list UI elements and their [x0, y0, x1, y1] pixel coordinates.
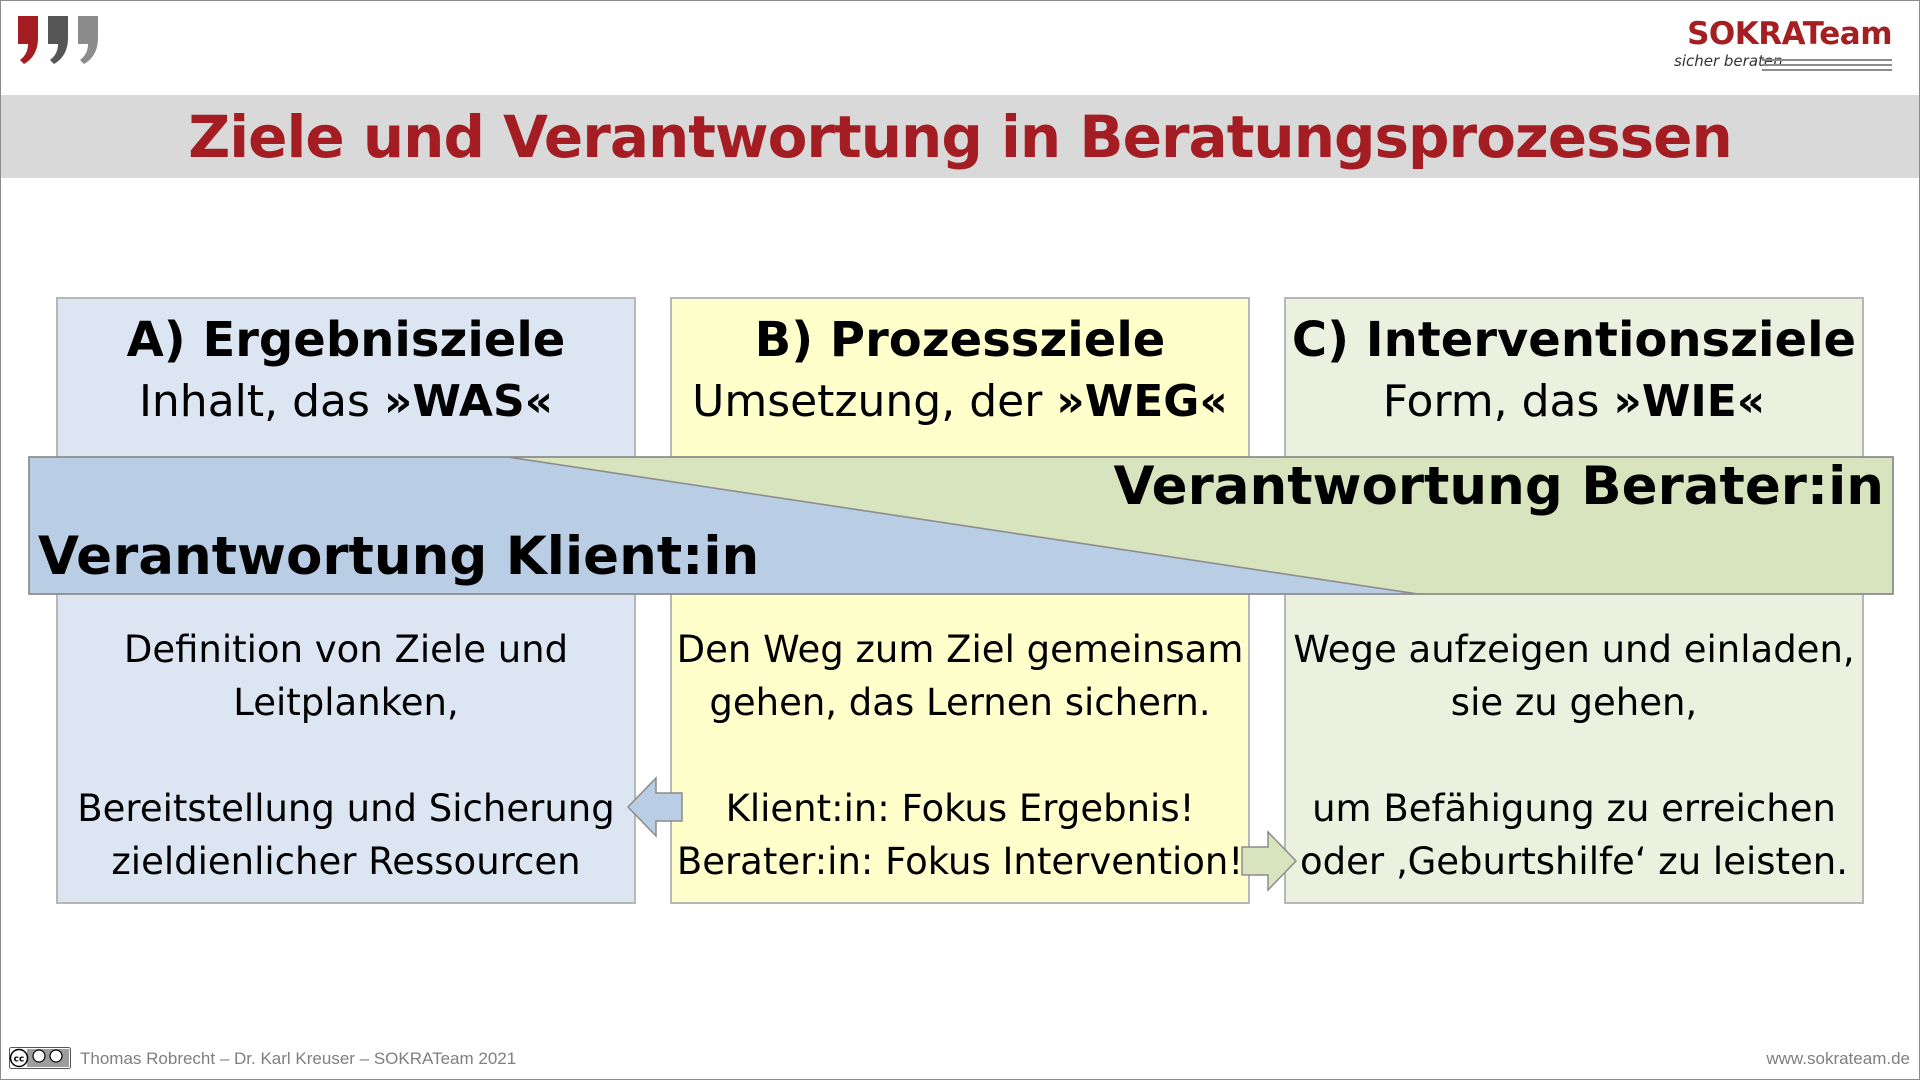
subtitle-prefix: Inhalt, das [138, 376, 384, 427]
responsibility-band [28, 456, 1894, 595]
body-line: Bereitstellung und Sicherung [77, 787, 615, 830]
column-body: Definition von Ziele und Leitplanken, Be… [58, 623, 634, 888]
klient-responsibility-label: Verantwortung Klient:in [38, 526, 760, 587]
arrow-right-icon [1241, 830, 1298, 892]
subtitle-keyword: »WEG« [1056, 376, 1228, 427]
column-interventionsziele: C) Interventionsziele Form, das »WIE« We… [1284, 297, 1864, 904]
brand-logo: SOKRATeam sicher beraten [1652, 16, 1892, 74]
body-line: gehen, das Lernen sichern. [709, 681, 1211, 724]
column-subtitle: Form, das »WIE« [1286, 371, 1862, 433]
body-line: Berater:in: Fokus Intervention! [676, 840, 1244, 883]
title-band: Ziele und Verantwortung in Beratungsproz… [1, 95, 1919, 178]
creative-commons-license-icon: cc [9, 1047, 71, 1069]
subtitle-keyword: »WIE« [1613, 376, 1766, 427]
body-line: Den Weg zum Ziel gemeinsam [676, 628, 1244, 671]
body-line: zieldienlicher Ressourcen [111, 840, 581, 883]
body-line: Leitplanken, [233, 681, 459, 724]
column-body: Wege aufzeigen und einladen, sie zu gehe… [1286, 623, 1862, 888]
quote-marks-logo-icon [18, 16, 98, 64]
column-title: A) Ergebnisziele [126, 312, 566, 368]
page-title: Ziele und Verantwortung in Beratungsproz… [188, 102, 1733, 171]
footer-credits: Thomas Robrecht – Dr. Karl Kreuser – SOK… [80, 1049, 517, 1068]
subtitle-keyword: »WAS« [383, 376, 554, 427]
subtitle-prefix: Umsetzung, der [692, 376, 1057, 427]
body-line: Definition von Ziele und [123, 628, 569, 671]
body-line: oder ‚Geburtshilfe‘ zu leisten. [1299, 840, 1849, 883]
body-line: Wege aufzeigen und einladen, [1293, 628, 1855, 671]
brand-tagline: sicher beraten [1674, 52, 1783, 70]
cc-badge-text: cc [14, 1055, 25, 1065]
body-line: sie zu gehen, [1450, 681, 1698, 724]
column-ergebnisziele: A) Ergebnisziele Inhalt, das »WAS« Defin… [56, 297, 636, 904]
column-header: A) Ergebnisziele Inhalt, das »WAS« [58, 309, 634, 433]
column-prozessziele: B) Prozessziele Umsetzung, der »WEG« Den… [670, 297, 1250, 904]
subtitle-prefix: Form, das [1382, 376, 1614, 427]
column-body: Den Weg zum Ziel gemeinsam gehen, das Le… [672, 623, 1248, 888]
footer-website-link[interactable]: www.sokrateam.de [1766, 1049, 1910, 1068]
brand-underline-icon [1762, 59, 1892, 71]
column-header: C) Interventionsziele Form, das »WIE« [1286, 309, 1862, 433]
body-line: um Befähigung zu erreichen [1312, 787, 1836, 830]
column-subtitle: Umsetzung, der »WEG« [672, 371, 1248, 433]
column-header: B) Prozessziele Umsetzung, der »WEG« [672, 309, 1248, 433]
arrow-left-icon [626, 776, 683, 838]
column-title: C) Interventionsziele [1291, 312, 1857, 368]
berater-responsibility-label: Verantwortung Berater:in [1113, 456, 1885, 517]
column-subtitle: Inhalt, das »WAS« [58, 371, 634, 433]
body-line: Klient:in: Fokus Ergebnis! [725, 787, 1195, 830]
column-title: B) Prozessziele [754, 312, 1166, 368]
brand-name: SOKRATeam [1687, 16, 1892, 52]
